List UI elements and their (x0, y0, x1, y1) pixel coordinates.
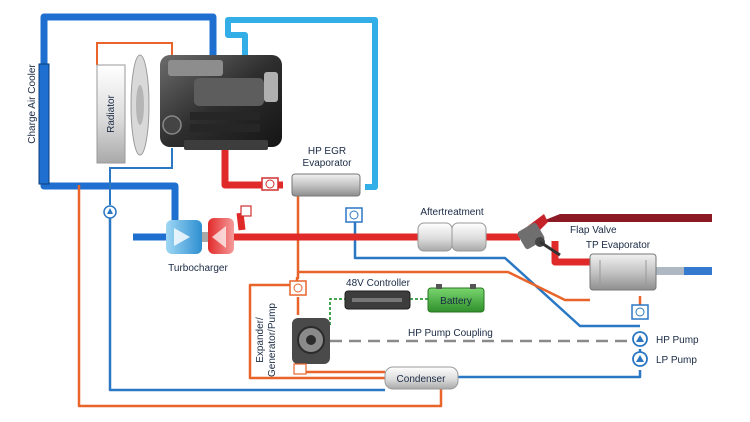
condenser (384, 366, 459, 390)
hp-pump (632, 331, 648, 347)
battery-label: Battery (440, 296, 472, 307)
coolant-pump (103, 205, 117, 219)
flap-valve-label: Flap Valve (570, 225, 617, 236)
electrical-lines (329, 298, 428, 325)
cooling-fan (130, 54, 150, 156)
expander-inlet-valve (289, 280, 307, 296)
battery-terminal-pos (470, 284, 476, 289)
radiator-label: Radiator (106, 94, 117, 132)
hp-pump-coupling-label: HP Pump Coupling (408, 328, 493, 339)
coolant-loop (225, 17, 378, 190)
tp-evaporator-valve (631, 304, 649, 320)
turbocharger (166, 218, 234, 254)
charge-air-cooler-label: Charge Air Cooler (27, 64, 38, 144)
exhaust-outlet-pipe (540, 214, 712, 222)
controller-48v-label: 48V Controller (346, 278, 411, 289)
battery (427, 287, 485, 313)
expander-label-line2: Generator/Pump (267, 303, 278, 377)
aftertreatment (417, 222, 487, 252)
expander-generator-pump (292, 318, 330, 364)
radiator-loop (96, 42, 173, 205)
hp-pump-label: HP Pump (656, 335, 699, 346)
flap-valve (517, 222, 561, 257)
evaporator-bypass-valve (345, 207, 363, 223)
tp-evaporator (589, 253, 657, 291)
expander-bypass-valve (293, 363, 307, 375)
hp-egr-evaporator (291, 173, 361, 197)
exhaust-sensor (240, 205, 252, 217)
expander-label-line1: Expander/ (255, 317, 266, 363)
hp-egr-label-line1: HP EGR (308, 146, 346, 157)
radiator (96, 64, 126, 164)
engine (160, 55, 282, 150)
lp-pump-label: LP Pump (656, 355, 697, 366)
tp-exhaust-cooled (684, 267, 712, 275)
wf-blue-lines (108, 218, 642, 392)
hp-egr-label-line2: Evaporator (303, 158, 353, 169)
lp-pump (632, 351, 648, 367)
aftertreatment-label: Aftertreatment (420, 207, 484, 218)
tp-evaporator-label: TP Evaporator (586, 240, 651, 251)
battery-terminal-neg (436, 284, 442, 289)
egr-valve (261, 177, 279, 191)
controller-48v-detail (352, 298, 402, 302)
turbocharger-label: Turbocharger (168, 263, 228, 274)
charge-air-cooler (38, 63, 50, 185)
condenser-label: Condenser (397, 374, 447, 385)
